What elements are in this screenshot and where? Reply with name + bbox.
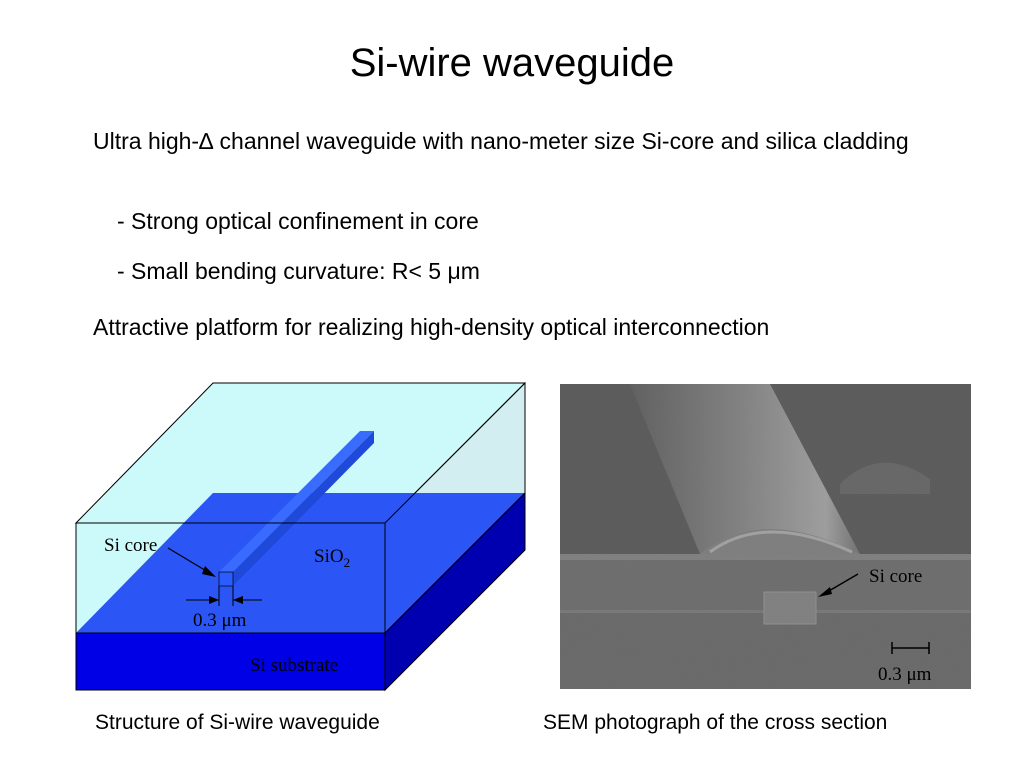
sem-label-scale: 0.3 μm xyxy=(878,664,932,685)
bullet-confinement: - Strong optical confinement in core xyxy=(117,208,479,234)
si-core-front-face xyxy=(218,571,234,587)
oxide-top-surface xyxy=(76,493,525,633)
label-si-core: Si core xyxy=(104,535,157,556)
caption-sem: SEM photograph of the cross section xyxy=(543,711,888,734)
slide-title: Si-wire waveguide xyxy=(349,41,675,85)
si-core-pointer-arrowhead xyxy=(202,566,216,577)
label-sio2: SiO2 xyxy=(314,546,350,570)
substrate-front-face xyxy=(75,632,386,691)
si-core-wire-side xyxy=(233,431,374,586)
sem-core-pointer-arrowhead xyxy=(818,587,832,597)
sem-photograph: Si core 0.3 μm xyxy=(560,384,971,689)
sem-label-si-core: Si core xyxy=(869,566,922,587)
intro-text: Ultra high-∆ channel waveguide with nano… xyxy=(93,128,909,154)
label-substrate: Si substrate xyxy=(250,655,338,676)
caption-structure: Structure of Si-wire waveguide xyxy=(95,711,380,734)
label-width: 0.3 μm xyxy=(193,610,247,631)
bullet-bending: - Small bending curvature: R< 5 μm xyxy=(117,258,480,284)
platform-statement: Attractive platform for realizing high-d… xyxy=(93,314,770,340)
waveguide-structure-diagram: Si core SiO2 0.3 μm Si substrate xyxy=(74,381,526,692)
si-core-wire-top xyxy=(219,431,374,572)
